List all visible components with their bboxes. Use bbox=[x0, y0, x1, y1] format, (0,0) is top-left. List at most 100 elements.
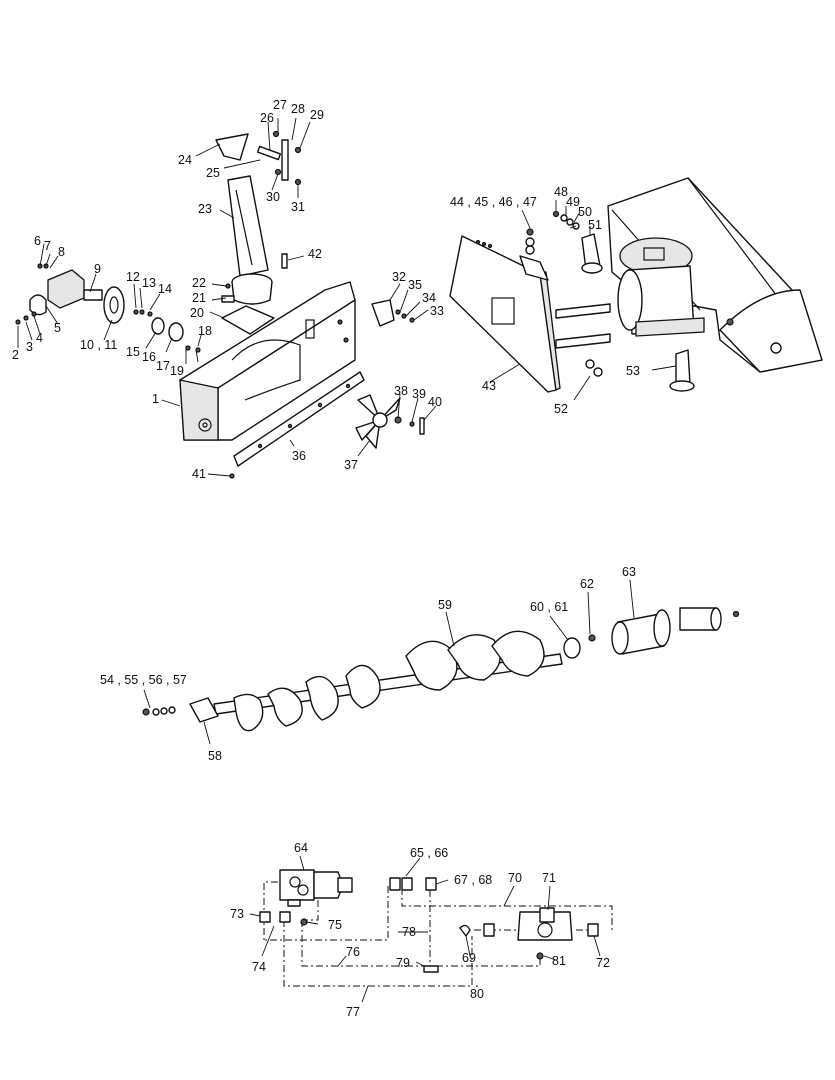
label-74: 74 bbox=[252, 960, 266, 974]
label-59: 59 bbox=[438, 598, 452, 612]
hydraulic-schematic bbox=[249, 855, 613, 1003]
label-44-47: 44 , 45 , 46 , 47 bbox=[450, 195, 537, 209]
main-frame bbox=[179, 281, 356, 441]
label-72: 72 bbox=[596, 956, 610, 970]
impeller bbox=[355, 394, 401, 449]
label-65-66: 65 , 66 bbox=[410, 846, 448, 860]
chute-bracket bbox=[281, 139, 289, 181]
label-41: 41 bbox=[192, 467, 206, 481]
fitting-65 bbox=[389, 877, 401, 891]
housing-assembly bbox=[449, 177, 823, 401]
label-5: 5 bbox=[54, 321, 61, 335]
label-52: 52 bbox=[554, 402, 568, 416]
label-49: 49 bbox=[566, 195, 580, 209]
label-80: 80 bbox=[470, 987, 484, 1001]
label-4: 4 bbox=[36, 331, 43, 345]
label-50: 50 bbox=[578, 205, 592, 219]
label-27: 27 bbox=[273, 98, 287, 112]
label-30: 30 bbox=[266, 190, 280, 204]
leaders-auger bbox=[143, 579, 635, 745]
label-32: 32 bbox=[392, 270, 406, 284]
side-bracket bbox=[371, 299, 395, 327]
drive-components bbox=[15, 263, 201, 353]
fitting-73 bbox=[259, 911, 271, 923]
elbow-69 bbox=[459, 924, 471, 937]
label-36: 36 bbox=[292, 449, 306, 463]
housing-panel bbox=[449, 235, 557, 393]
label-38: 38 bbox=[394, 384, 408, 398]
label-6: 6 bbox=[34, 234, 41, 248]
label-17: 17 bbox=[156, 359, 170, 373]
scraper-bar bbox=[233, 371, 365, 467]
label-10-11: 10 , 11 bbox=[80, 338, 117, 352]
label-20: 20 bbox=[190, 306, 204, 320]
fitting-67 bbox=[425, 877, 437, 891]
label-76: 76 bbox=[346, 945, 360, 959]
label-13: 13 bbox=[142, 276, 156, 290]
label-7: 7 bbox=[44, 239, 51, 253]
auger-bearing-plate bbox=[189, 697, 219, 723]
label-24: 24 bbox=[178, 153, 192, 167]
label-60-61: 60 , 61 bbox=[530, 600, 568, 614]
auger-hub bbox=[563, 637, 581, 659]
fitting-74 bbox=[279, 911, 291, 923]
chute-pin bbox=[256, 145, 282, 161]
label-71: 71 bbox=[542, 871, 556, 885]
label-3: 3 bbox=[26, 340, 33, 354]
label-9: 9 bbox=[94, 262, 101, 276]
label-21: 21 bbox=[192, 291, 206, 305]
label-18: 18 bbox=[198, 324, 212, 338]
auger-assembly bbox=[142, 579, 740, 745]
label-63: 63 bbox=[622, 565, 636, 579]
label-81: 81 bbox=[552, 954, 566, 968]
auger-motor bbox=[611, 607, 740, 655]
label-67-68: 67 , 68 bbox=[454, 873, 492, 887]
hydraulic-pump bbox=[517, 907, 573, 941]
label-39: 39 bbox=[412, 387, 426, 401]
label-2: 2 bbox=[12, 348, 19, 362]
label-8: 8 bbox=[58, 245, 65, 259]
chute-base-plate bbox=[221, 305, 275, 335]
leaders-hydraulic bbox=[249, 855, 601, 1003]
label-73: 73 bbox=[230, 907, 244, 921]
frame-assembly bbox=[15, 117, 437, 479]
label-31: 31 bbox=[291, 200, 305, 214]
chute-deflector bbox=[215, 133, 249, 161]
label-22: 22 bbox=[192, 276, 206, 290]
label-37: 37 bbox=[344, 458, 358, 472]
auger-flights bbox=[233, 630, 545, 732]
label-16: 16 bbox=[142, 350, 156, 364]
label-70: 70 bbox=[508, 871, 522, 885]
label-69: 69 bbox=[462, 951, 476, 965]
label-43: 43 bbox=[482, 379, 496, 393]
discharge-chute bbox=[227, 175, 273, 305]
label-79: 79 bbox=[396, 956, 410, 970]
label-62: 62 bbox=[580, 577, 594, 591]
label-53: 53 bbox=[626, 364, 640, 378]
label-28: 28 bbox=[291, 102, 305, 116]
label-77: 77 bbox=[346, 1005, 360, 1019]
label-1: 1 bbox=[152, 392, 159, 406]
label-33: 33 bbox=[430, 304, 444, 318]
label-19: 19 bbox=[170, 364, 184, 378]
fitting-72 bbox=[587, 923, 599, 937]
label-23: 23 bbox=[198, 202, 212, 216]
label-75: 75 bbox=[328, 918, 342, 932]
part-number-labels: 1 2 3 4 5 6 7 8 9 10 , 11 12 13 14 15 16… bbox=[12, 98, 640, 1019]
leaders-housing bbox=[489, 200, 677, 401]
label-29: 29 bbox=[310, 108, 324, 122]
label-64: 64 bbox=[294, 841, 308, 855]
label-58: 58 bbox=[208, 749, 222, 763]
label-15: 15 bbox=[126, 345, 140, 359]
leaders-frame bbox=[17, 117, 437, 477]
label-35: 35 bbox=[408, 278, 422, 292]
label-42: 42 bbox=[308, 247, 322, 261]
t-fitting-79 bbox=[423, 965, 439, 973]
label-54-57: 54 , 55 , 56 , 57 bbox=[100, 673, 187, 687]
label-40: 40 bbox=[428, 395, 442, 409]
label-25: 25 bbox=[206, 166, 220, 180]
label-12: 12 bbox=[126, 270, 140, 284]
hydraulic-motor bbox=[279, 869, 353, 907]
fitting-66 bbox=[401, 877, 413, 891]
